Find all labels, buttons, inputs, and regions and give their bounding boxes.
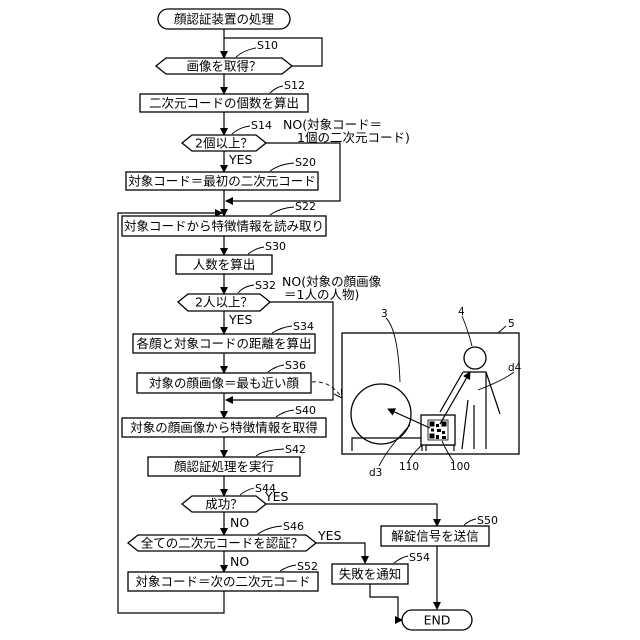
process-label: 対象の顔画像＝最も近い顔 [149,376,300,391]
step-id-s46: S46 [283,520,304,533]
process-label: 二次元コードの個数を算出 [149,96,299,111]
step-id-s42: S42 [285,443,306,456]
step-id-s22: S22 [295,200,316,213]
branch-no-s46: NO [230,554,249,569]
decision-s44: 成功？ [182,496,266,512]
step-id-s32: S32 [255,279,276,292]
start-terminal: 顔認証装置の処理 [158,9,290,29]
process-s34: 各顔と対象コードの距離を算出 [133,334,315,353]
callout-leader [248,247,264,254]
label-d3: d3 [369,467,382,479]
process-label: 顔認証処理を実行 [174,459,274,474]
callout-leader [272,326,292,333]
process-s36: 対象の顔画像＝最も近い顔 [137,373,311,393]
step-id-s20: S20 [295,156,316,169]
step-id-s50: S50 [477,514,498,527]
process-label: 失敗を通知 [339,567,402,582]
process-s12: 二次元コードの個数を算出 [140,94,308,112]
callout-leader [270,86,283,93]
process-label: 解錠信号を送信 [391,529,479,544]
process-s40: 対象の顔画像から特徴情報を取得 [122,418,326,437]
branch-yes-s32: YES [228,312,253,327]
start-label: 顔認証装置の処理 [174,12,275,27]
step-id-s52: S52 [297,560,318,573]
branch-yes-s14: YES [228,152,253,167]
callout-leader [258,526,282,534]
callout-leader [270,207,294,215]
process-s42: 顔認証処理を実行 [148,457,300,476]
callout-leader [280,565,296,571]
branch-no-s44: NO [230,515,249,530]
flow-line-yes-s46 [316,543,365,563]
callout-leader [394,556,408,563]
step-id-s14: S14 [251,119,272,132]
decision-label: 全ての二次元コードを認証？ [141,536,304,551]
label-100: 100 [450,461,470,473]
label-110: 110 [399,461,419,473]
decision-label: 成功？ [205,497,243,512]
flow-line [370,584,402,620]
callout-leader [464,519,476,525]
end-terminal: END [402,610,472,630]
step-id-s36: S36 [285,359,306,372]
process-s20: 対象コード＝最初の二次元コード [126,172,318,190]
decision-label: 2個以上？ [195,136,253,151]
reference-arrow [312,382,342,398]
step-id-s30: S30 [265,240,286,253]
process-label: 対象の顔画像から特徴情報を取得 [130,420,318,435]
decision-label: 画像を取得？ [186,59,261,74]
decision-s14: 2個以上？ [182,135,266,151]
callout-leader [232,126,250,134]
callout-leader [276,410,294,417]
branch-yes-s44: YES [264,489,289,504]
callout-leader [240,488,254,495]
branch-no-s32-detail: ＝1人の人物) [284,287,359,302]
label-4: 4 [458,306,465,318]
decision-s32: 2人以上？ [178,294,270,311]
decision-label: 2人以上？ [195,295,253,310]
qr-code-icon [428,420,448,440]
process-s30: 人数を算出 [176,255,272,274]
step-id-s40: S40 [295,404,316,417]
sphere-3 [351,384,411,444]
process-label: 対象コードから特徴情報を読み取り [124,219,324,234]
branch-yes-s46: YES [317,528,342,543]
step-id-s54: S54 [409,551,430,564]
process-label: 各顔と対象コードの距離を算出 [136,336,311,351]
leader-5 [498,326,506,333]
callout-leader [238,285,254,293]
callout-leader [256,449,284,456]
label-3: 3 [381,308,388,320]
decision-s10: 画像を取得？ [156,58,292,74]
callout-leader [236,48,256,57]
step-id-s10: S10 [257,39,278,52]
scene-illustration: 3 4 5 d4 d3 110 100 [342,306,522,479]
branch-no-s14-detail: 1個の二次元コード) [297,130,410,145]
person-head [464,347,486,369]
process-label: 対象コード＝次の二次元コード [135,574,310,589]
process-s52: 対象コード＝次の二次元コード [128,572,318,591]
process-s54: 失敗を通知 [332,564,408,584]
label-d4: d4 [508,362,522,374]
process-label: 人数を算出 [193,257,256,272]
process-s50: 解錠信号を送信 [381,526,489,546]
label-5: 5 [508,318,515,330]
process-label: 対象コード＝最初の二次元コード [128,174,316,189]
step-id-s34: S34 [293,320,314,333]
decision-s46: 全ての二次元コードを認証？ [128,535,316,551]
step-id-s12: S12 [284,79,305,92]
end-label: END [424,613,451,628]
callout-leader [270,163,294,171]
callout-leader [268,365,284,372]
process-s22: 対象コードから特徴情報を読み取り [122,216,326,236]
